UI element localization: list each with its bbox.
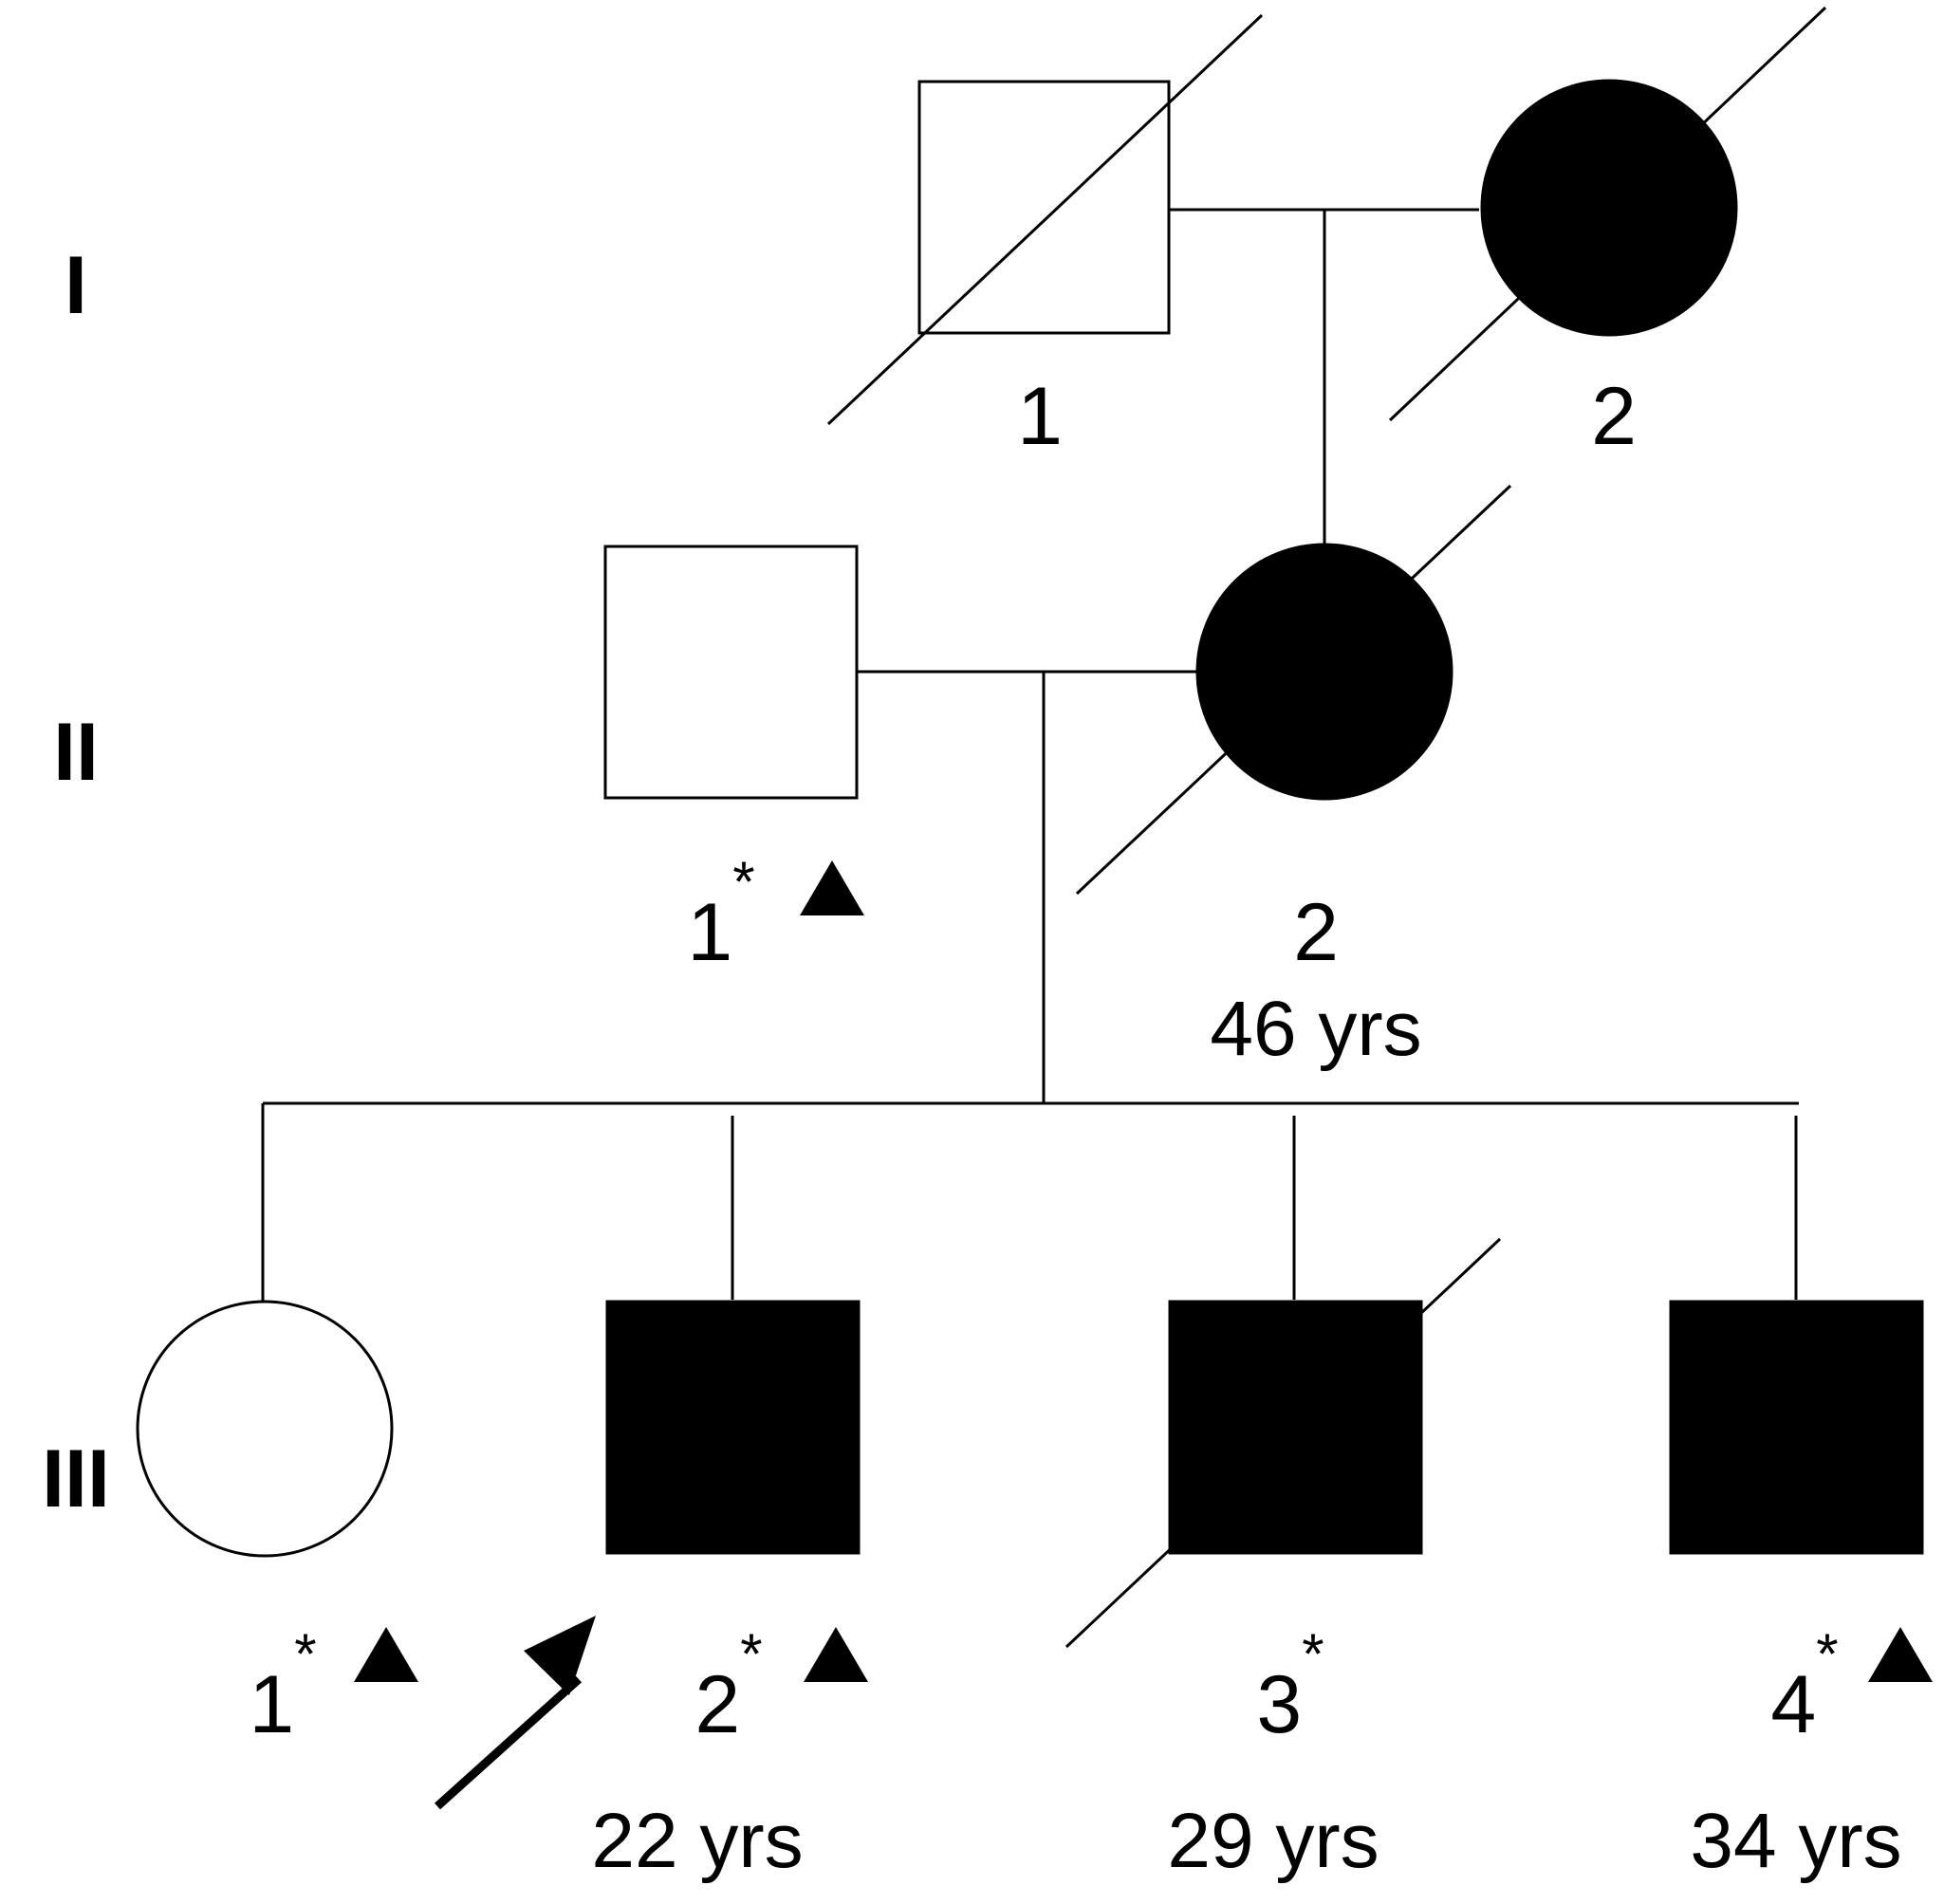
- triangle-marker-II-1: [800, 860, 864, 915]
- individual-II-1-square: [603, 545, 859, 800]
- individual-II-2-age: 46 yrs: [1210, 986, 1421, 1072]
- proband-arrow-shaft: [434, 1675, 583, 1810]
- individual-II-1-label: 1*: [687, 850, 754, 978]
- individual-III-4-label: 4*: [1770, 1622, 1838, 1750]
- individual-II-2-circle: [1195, 543, 1453, 801]
- generation-label-II: II: [53, 707, 99, 798]
- individual-II-1-number: 1: [687, 887, 732, 978]
- individual-III-3-star: *: [1302, 1622, 1324, 1686]
- individual-III-4-age: 34 yrs: [1690, 1798, 1901, 1884]
- triangle-marker-III-1: [354, 1627, 418, 1682]
- individual-I-1-square: [917, 80, 1171, 335]
- deceased-slash-I-2: [1388, 6, 1827, 422]
- individual-II-1-star: *: [732, 850, 754, 914]
- deceased-slash-II-2: [1075, 484, 1512, 896]
- triangle-marker-III-2: [804, 1627, 868, 1682]
- proband-arrow-head: [524, 1616, 596, 1695]
- individual-I-1-number: 1: [1017, 371, 1063, 462]
- individual-III-4-star: *: [1816, 1622, 1838, 1686]
- individual-III-1-number: 1: [249, 1659, 294, 1750]
- individual-I-2-number: 2: [1591, 371, 1637, 462]
- individual-III-3-age: 29 yrs: [1167, 1798, 1379, 1884]
- individual-III-3-number: 3: [1256, 1659, 1302, 1750]
- individual-III-3-label: 3*: [1256, 1622, 1324, 1750]
- generation-label-III: III: [42, 1433, 110, 1525]
- deceased-slash-III-3: [1065, 1237, 1502, 1649]
- deceased-slash-I-1: [826, 13, 1264, 426]
- individual-III-2-star: *: [740, 1622, 762, 1686]
- individual-III-4-number: 4: [1770, 1659, 1816, 1750]
- triangle-marker-III-4: [1868, 1627, 1933, 1682]
- individual-III-2-square: [605, 1300, 861, 1555]
- individual-III-2-label: 2*: [694, 1622, 762, 1750]
- individual-III-2-age: 22 yrs: [591, 1798, 803, 1884]
- generation-label-I: I: [65, 240, 87, 331]
- individual-III-1-circle: [136, 1300, 394, 1558]
- individual-III-1-label: 1*: [249, 1622, 316, 1750]
- individual-III-1-star: *: [294, 1622, 316, 1686]
- individual-II-2-number: 2: [1293, 887, 1339, 978]
- individual-III-2-number: 2: [694, 1659, 740, 1750]
- individual-III-4-square: [1669, 1300, 1924, 1555]
